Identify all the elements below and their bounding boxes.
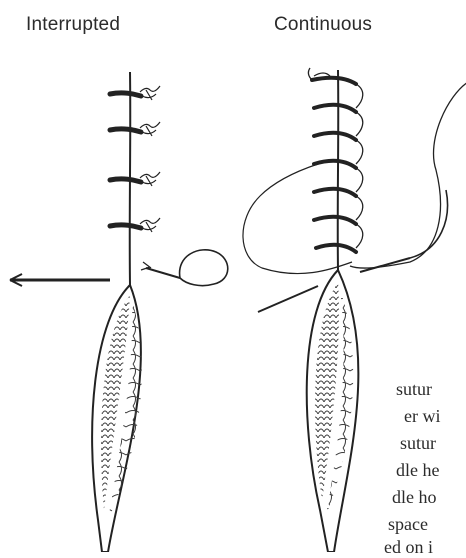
curved-needle <box>180 250 228 286</box>
cropped-text-line: sutur <box>400 432 436 454</box>
interrupted-suture-figure <box>10 72 228 552</box>
cropped-text-line: space <box>388 513 428 535</box>
cropped-text-line: dle ho <box>392 486 437 508</box>
interrupted-stitches <box>110 93 141 228</box>
continuous-stitches <box>312 78 356 252</box>
cropped-text-line: er wi <box>404 405 440 427</box>
thread-loop <box>350 82 466 268</box>
pointer-line <box>258 286 318 312</box>
stitch-knots <box>140 86 160 232</box>
cropped-text-line: ed on i <box>384 536 433 558</box>
needle-thread <box>146 268 180 278</box>
cropped-text-line: sutur <box>396 378 432 400</box>
needle-right <box>360 258 410 272</box>
cropped-text-line: dle he <box>396 459 439 481</box>
